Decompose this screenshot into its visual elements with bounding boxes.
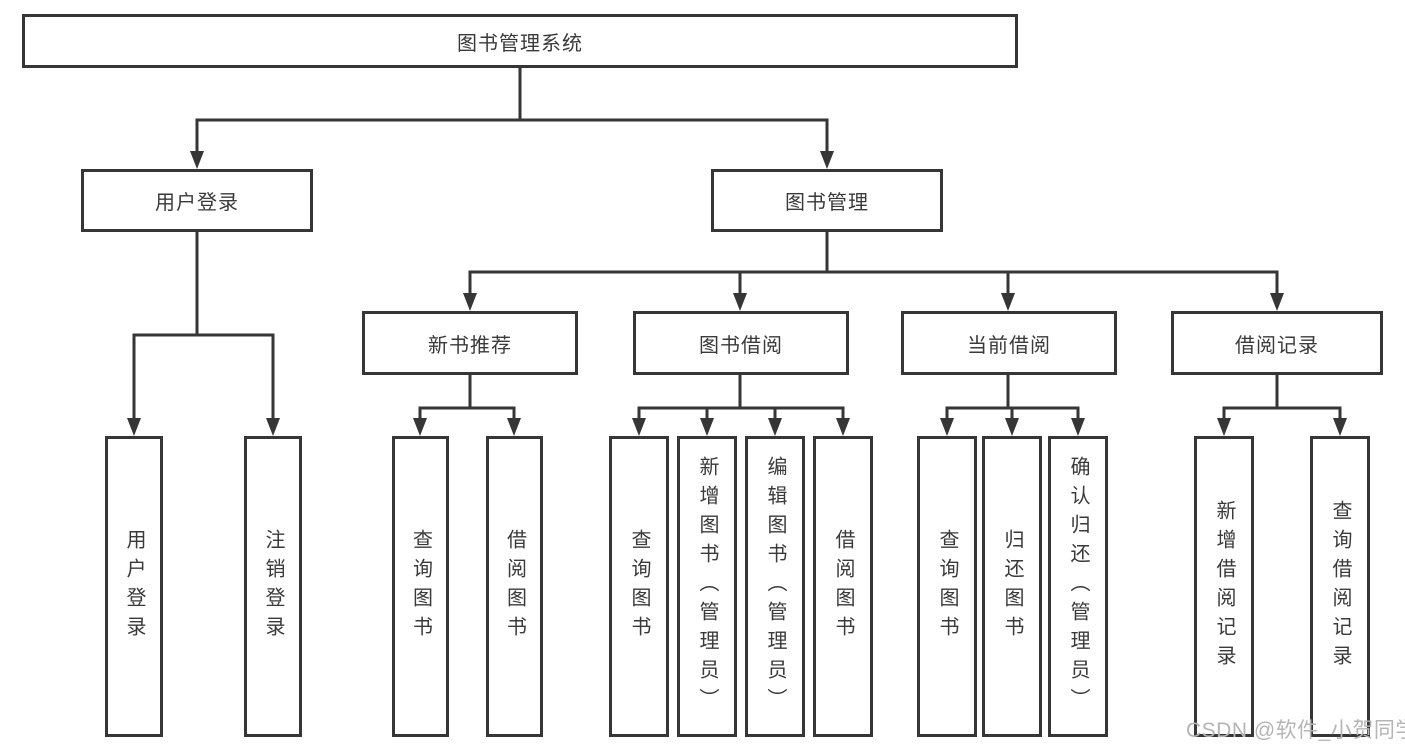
arrow-icon xyxy=(127,418,141,436)
edge-newbookrec-to-leaves xyxy=(418,375,516,419)
node-borrow-records: 借阅记录 xyxy=(1171,311,1383,375)
arrow-icon xyxy=(1270,293,1284,311)
leaf-add-borrow-record: 新增借阅记录 xyxy=(1194,436,1254,737)
leaf-query-book-current: 查询图书 xyxy=(917,436,977,737)
node-root: 图书管理系统 xyxy=(22,14,1018,68)
leaf-query-book-borrow: 查询图书 xyxy=(609,436,669,737)
arrow-icon xyxy=(940,418,954,436)
arrowheads xyxy=(127,151,1347,436)
arrow-icon xyxy=(1005,418,1019,436)
leaf-query-book-recommend: 查询图书 xyxy=(392,436,449,737)
edge-borrowrecords-to-leaves xyxy=(1222,375,1342,419)
arrow-icon xyxy=(632,418,646,436)
leaf-return-book: 归还图书 xyxy=(982,436,1042,737)
arrow-icon xyxy=(1001,293,1015,311)
arrow-icon xyxy=(1071,418,1085,436)
leaf-edit-book-admin: 编辑图书（管理员） xyxy=(745,436,805,737)
edge-userlogin-to-leaves xyxy=(132,232,275,419)
edge-bookborrow-to-leaves xyxy=(637,375,845,419)
leaf-query-borrow-record: 查询借阅记录 xyxy=(1310,436,1370,737)
leaf-add-book-admin: 新增图书（管理员） xyxy=(677,436,737,737)
arrow-icon xyxy=(836,418,850,436)
node-new-book-recommend: 新书推荐 xyxy=(362,311,578,375)
leaf-borrow-book-borrow: 借阅图书 xyxy=(813,436,873,737)
arrow-icon xyxy=(700,418,714,436)
node-book-management: 图书管理 xyxy=(711,169,943,232)
arrow-icon xyxy=(1333,418,1347,436)
edge-bookmgmt-to-level3 xyxy=(468,232,1279,294)
node-user-login: 用户登录 xyxy=(81,169,313,232)
arrow-icon xyxy=(190,151,204,169)
arrow-icon xyxy=(733,293,747,311)
leaf-confirm-return-admin: 确认归还（管理员） xyxy=(1048,436,1108,737)
leaf-borrow-book-recommend: 借阅图书 xyxy=(486,436,543,737)
arrow-icon xyxy=(463,293,477,311)
edge-root-to-level2 xyxy=(195,68,829,152)
arrow-icon xyxy=(507,418,521,436)
node-book-borrow: 图书借阅 xyxy=(633,311,849,375)
arrow-icon xyxy=(820,151,834,169)
edge-currentborrow-to-leaves xyxy=(945,375,1080,419)
leaf-logout: 注销登录 xyxy=(244,436,302,737)
node-current-borrow: 当前借阅 xyxy=(901,311,1117,375)
arrow-icon xyxy=(266,418,280,436)
watermark: CSDN @软件_小贺同学 xyxy=(1186,719,1405,742)
arrow-icon xyxy=(1217,418,1231,436)
arrow-icon xyxy=(768,418,782,436)
arrow-icon xyxy=(413,418,427,436)
leaf-user-login: 用户登录 xyxy=(105,436,163,737)
